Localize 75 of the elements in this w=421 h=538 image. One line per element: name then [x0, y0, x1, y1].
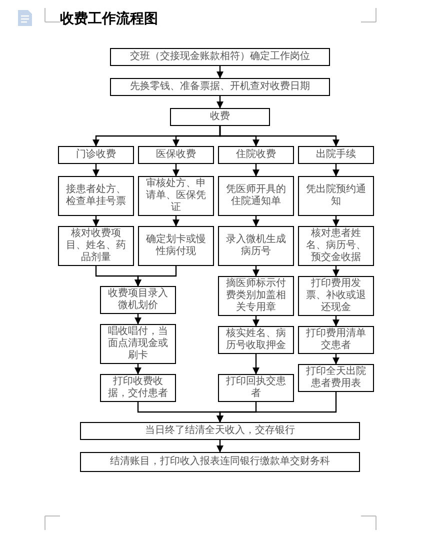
box-label: 接患者处方、检查单挂号票 [65, 184, 127, 208]
box-label: 凭医师开具的住院通知单 [225, 184, 287, 208]
connector-arrow [332, 266, 340, 276]
box-label: 录入微机生成病历号 [225, 234, 287, 258]
box-label: 核实姓名、病历号收取押金 [225, 328, 287, 352]
connector-arrow [252, 164, 260, 176]
box-label: 打印全天出院患者费用表 [305, 366, 367, 390]
box-label: 交班（交接现金账款相符）确定工作岗位 [130, 51, 310, 63]
connector-arrow [92, 164, 100, 176]
process-box [298, 226, 374, 266]
box-label: 摘医师标示付费类别加盖相关专用章 [225, 278, 287, 314]
box-label: 核对患者姓名、病历号、预交金收据 [305, 228, 367, 264]
box-label: 打印回执交患者 [225, 376, 287, 400]
connector-arrow [172, 164, 180, 176]
process-box [298, 326, 374, 354]
connector-arrow [252, 266, 260, 276]
box-label: 医保收费 [156, 149, 196, 161]
process-box [58, 176, 134, 216]
process-box [100, 286, 176, 314]
process-box [218, 226, 294, 266]
process-box [298, 276, 374, 316]
connector-arrow [332, 354, 340, 364]
box-label: 当日终了结清全天收入，交存银行 [145, 425, 295, 437]
box-label: 门诊收费 [76, 149, 116, 161]
connector-arrow [134, 266, 177, 286]
box-label: 结清账目，打印收入报表连同银行缴款单交财务科 [110, 456, 330, 468]
process-box [218, 146, 294, 164]
connector-arrow [332, 164, 340, 176]
box-label: 先换零钱、准备票据、开机查对收费日期 [130, 81, 310, 93]
process-box [298, 146, 374, 164]
connector-arrow [252, 216, 260, 226]
box-label: 打印费用清单交患者 [305, 328, 367, 352]
box-label: 凭出院预约通知 [305, 184, 367, 208]
connector-arrow [332, 316, 340, 326]
connector-arrow [216, 440, 224, 452]
connector-arrow [134, 364, 142, 374]
connector-arrow [92, 216, 100, 226]
box-label: 核对收费项目、姓名、药品剂量 [65, 228, 127, 264]
process-box [110, 78, 330, 96]
box-label: 唱收唱付，当面点清现金或刷卡 [107, 326, 169, 362]
process-box [138, 146, 214, 164]
connector-arrow [252, 354, 260, 374]
box-label: 住院收费 [236, 149, 276, 161]
process-box [80, 452, 360, 472]
process-box [100, 324, 176, 364]
connector-arrow [216, 96, 224, 108]
connector-arrow [252, 316, 260, 326]
box-label: 打印费用发票、补收或退还现金 [305, 278, 367, 314]
box-label: 确定划卡或慢性病付现 [145, 234, 207, 258]
process-box [58, 146, 134, 164]
connector-arrow [332, 216, 340, 226]
process-box [218, 374, 294, 402]
process-box [298, 364, 374, 392]
process-box [80, 422, 360, 440]
process-box [110, 48, 330, 66]
process-box [100, 374, 176, 402]
box-label: 出院手续 [316, 149, 356, 161]
process-box [218, 276, 294, 316]
process-box [170, 108, 270, 126]
process-box [218, 326, 294, 354]
box-label: 收费 [210, 111, 230, 123]
box-label: 审核处方、申请单、医保凭证 [145, 178, 207, 214]
diagram-title: 收费工作流程图 [60, 10, 158, 28]
connector-arrow [219, 126, 340, 146]
connector-arrow [216, 392, 337, 422]
box-label: 收费项目录入微机划价 [107, 288, 169, 312]
process-box [218, 176, 294, 216]
connector-arrow [134, 314, 142, 324]
connector-arrow [216, 66, 224, 78]
box-label: 打印收费收据，交付患者 [107, 376, 169, 400]
connector-arrow [172, 216, 180, 226]
process-box [138, 226, 214, 266]
process-box [138, 176, 214, 216]
process-box [298, 176, 374, 216]
process-box [58, 226, 134, 266]
